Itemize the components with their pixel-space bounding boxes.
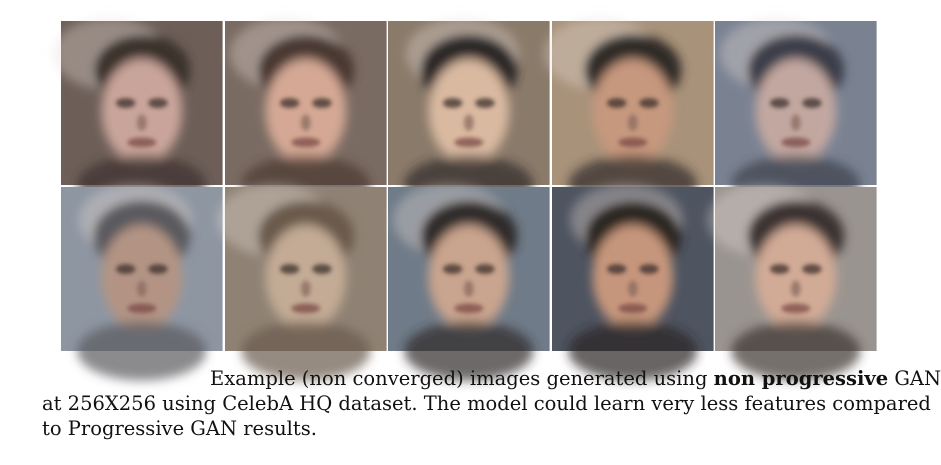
caption-bold-term: non progressive bbox=[713, 367, 889, 390]
generated-face-image bbox=[388, 17, 550, 215]
caption-line-3: to Progressive GAN results. bbox=[42, 417, 317, 440]
generated-face-image bbox=[707, 183, 877, 381]
generated-face-image bbox=[551, 183, 714, 381]
generated-face-image bbox=[52, 17, 223, 215]
caption-line-1: Example (non converged) images generated… bbox=[210, 367, 941, 390]
generated-face-image bbox=[543, 17, 714, 215]
generated-face-image bbox=[715, 17, 877, 215]
generated-face-image bbox=[61, 183, 223, 381]
generated-face-image bbox=[216, 183, 387, 381]
generated-faces-grid bbox=[52, 17, 877, 381]
caption-line-2: at 256X256 using CelebA HQ dataset. The … bbox=[42, 392, 931, 415]
figure-caption: Example (non converged) images generated… bbox=[42, 366, 941, 441]
generated-face-image bbox=[224, 17, 387, 215]
generated-face-image bbox=[388, 183, 550, 381]
